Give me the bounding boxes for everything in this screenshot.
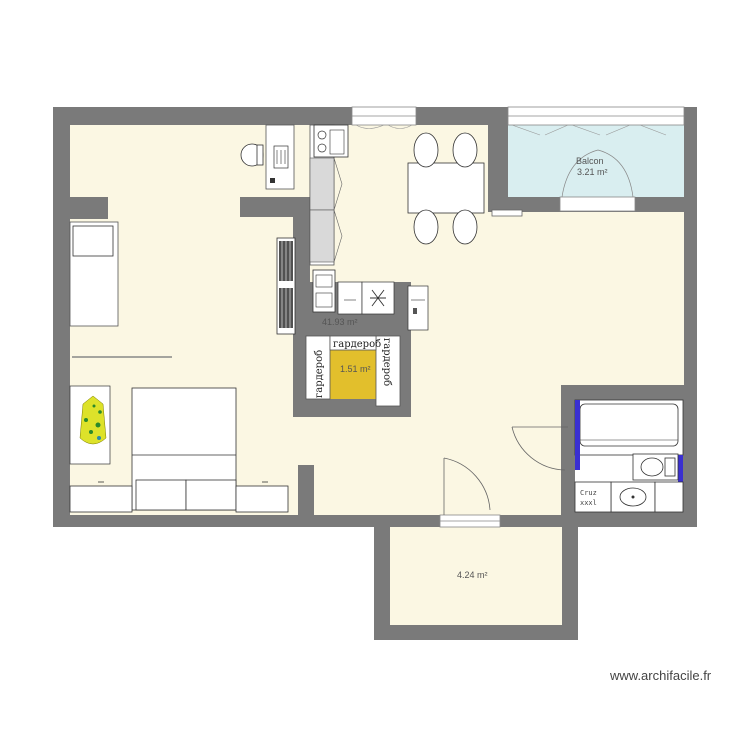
door-balcony-small xyxy=(491,209,523,217)
window-entry xyxy=(439,514,501,528)
entry-area: 4.24 m² xyxy=(457,570,488,580)
balcony-area: 3.21 m² xyxy=(577,167,608,177)
sofa xyxy=(69,221,119,327)
door-entry xyxy=(443,457,491,515)
wardrobe-left: гардероб xyxy=(305,335,331,400)
cooktop xyxy=(361,281,395,315)
window-balcony-door xyxy=(559,149,636,212)
bathtub xyxy=(574,399,684,483)
office-chair xyxy=(240,143,264,167)
entry-floor xyxy=(390,527,562,625)
wardrobe-top xyxy=(329,335,377,351)
dining-chairs xyxy=(413,132,478,245)
washbasin xyxy=(610,481,656,513)
dining-table xyxy=(407,162,485,214)
kitchen-sink xyxy=(312,269,336,313)
stove xyxy=(313,124,349,158)
washing-machine: Cruz xxxl xyxy=(574,481,612,513)
wardrobe-label-left: гардероб xyxy=(314,350,325,398)
window-balcony xyxy=(507,106,685,136)
door-bathroom xyxy=(511,426,568,471)
bath-cabinet xyxy=(654,481,684,513)
dishwasher xyxy=(337,281,363,315)
right-room-floor xyxy=(486,212,684,385)
fixture-label: Cruz xyxy=(580,489,597,497)
desk xyxy=(265,124,295,190)
fridge xyxy=(407,285,429,331)
main-area: 41.93 m² xyxy=(322,317,358,327)
window-kitchen xyxy=(351,106,417,129)
wardrobe-right: гардероб xyxy=(375,335,401,407)
rug xyxy=(69,385,111,465)
fixture-sub-label: xxxl xyxy=(580,499,597,507)
wardrobe-label-top: гардероб xyxy=(333,339,381,350)
balcony-floor xyxy=(508,125,684,197)
bed-drawers xyxy=(69,479,289,513)
wardrobe-label-right: гардероб xyxy=(381,338,392,386)
balcony-name: Balcon xyxy=(576,156,604,166)
watermark: www.archifacile.fr xyxy=(610,668,712,683)
toilet xyxy=(632,453,679,481)
bookshelf xyxy=(276,237,296,335)
closet-area: 1.51 m² xyxy=(340,364,371,374)
